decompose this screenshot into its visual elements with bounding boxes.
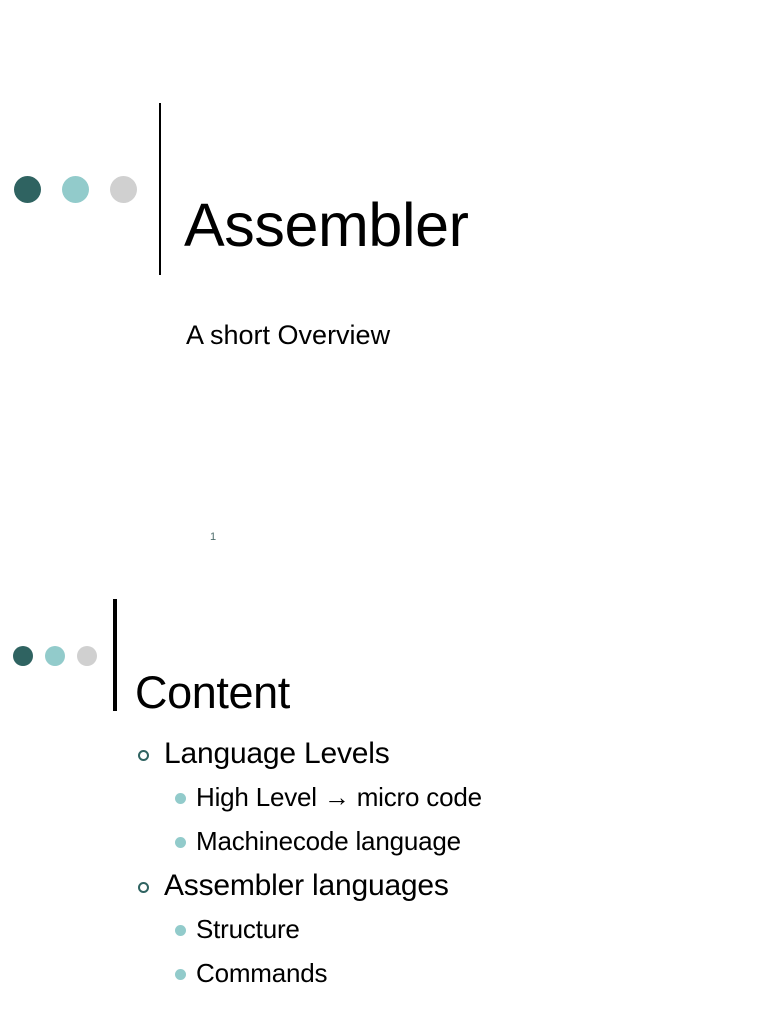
filled-circle-bullet-icon	[175, 925, 186, 936]
bullet-label: Structure	[196, 914, 300, 944]
content-bullet-list: Language Levels High Level → micro code …	[0, 736, 768, 1000]
dot-light-icon	[110, 176, 137, 203]
slide-title: Assembler A short Overview 1	[14, 103, 469, 543]
slide-subtitle-text: A short Overview	[186, 320, 391, 350]
hollow-circle-bullet-icon	[138, 882, 149, 893]
hollow-circle-bullet-icon	[138, 750, 149, 761]
title-vertical-rule	[159, 103, 161, 275]
bullet-item: High Level → micro code	[0, 780, 768, 824]
content-heading-text: Content	[135, 667, 290, 719]
page-number: 1	[210, 531, 217, 543]
filled-circle-bullet-icon	[175, 969, 186, 980]
dot-dark-icon	[13, 646, 33, 666]
bullet-item: Language Levels	[0, 736, 768, 780]
filled-circle-bullet-icon	[175, 837, 186, 848]
slide-title-text: Assembler	[184, 190, 469, 259]
slide-content: Content Language Levels High Level → mic…	[0, 576, 768, 1024]
dot-light-icon	[77, 646, 97, 666]
bullet-item: Structure	[0, 912, 768, 956]
dot-mid-icon	[45, 646, 65, 666]
bullet-label: High Level → micro code	[196, 782, 482, 812]
bullet-label: Machinecode language	[196, 826, 461, 856]
title-decor-dots	[14, 176, 137, 203]
filled-circle-bullet-icon	[175, 793, 186, 804]
dot-mid-icon	[62, 176, 89, 203]
content-vertical-rule	[113, 599, 117, 711]
bullet-item: Machinecode language	[0, 824, 768, 868]
dot-dark-icon	[14, 176, 41, 203]
bullet-item: Assembler languages	[0, 868, 768, 912]
bullet-label: Assembler languages	[164, 869, 449, 902]
bullet-label: Commands	[196, 958, 328, 988]
bullet-item: Commands	[0, 956, 768, 1000]
bullet-label: Language Levels	[164, 737, 390, 770]
content-decor-dots	[13, 646, 97, 666]
